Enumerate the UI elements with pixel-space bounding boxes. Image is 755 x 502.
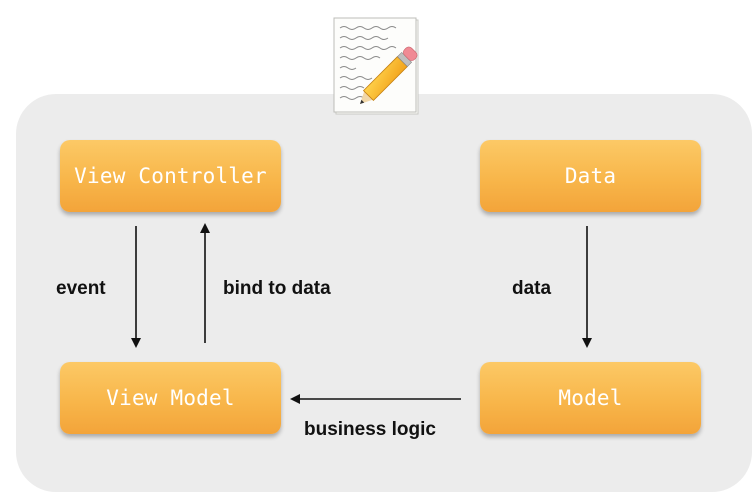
textedit-pencil-icon xyxy=(330,14,422,118)
bind-to-data-label: bind to data xyxy=(223,278,331,299)
view-model-box: View Model xyxy=(60,362,281,434)
business-logic-label: business logic xyxy=(304,419,436,440)
view-controller-box: View Controller xyxy=(60,140,281,212)
data-box: Data xyxy=(480,140,701,212)
model-box: Model xyxy=(480,362,701,434)
event-label: event xyxy=(56,278,106,299)
data-label: data xyxy=(512,278,552,299)
